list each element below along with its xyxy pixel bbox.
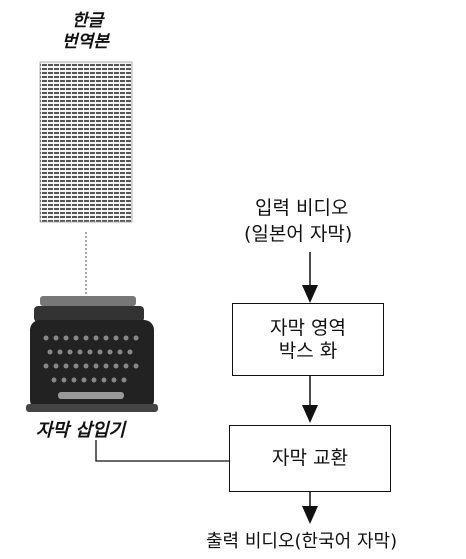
translation-document-icon — [39, 61, 133, 223]
inserter-to-replace-connector — [95, 440, 229, 462]
detect-box-line2: 박스 화 — [278, 339, 338, 362]
output-video-label: 출력 비디오(한국어 자막) — [206, 531, 398, 552]
detect-box-line1: 자막 영역 — [270, 316, 346, 339]
replace-step-label: 자막 교환 — [272, 447, 348, 469]
typewriter-icon — [26, 296, 158, 412]
translation-title-line2: 번역본 — [62, 32, 109, 52]
arrow-detect-to-replace — [302, 376, 318, 423]
arrow-input-to-detect — [302, 252, 318, 303]
input-video-label-line2: (일본어 자막) — [244, 223, 353, 245]
arrow-replace-to-output — [302, 492, 318, 524]
replace-step: 자막 교환 — [229, 425, 391, 492]
translation-title-line1: 한글 — [72, 11, 104, 31]
detect-box-step: 자막 영역 박스 화 — [232, 303, 384, 376]
subtitle-inserter-label: 자막 삽입기 — [36, 420, 126, 441]
input-video-label-line1: 입력 비디오 — [255, 197, 349, 219]
